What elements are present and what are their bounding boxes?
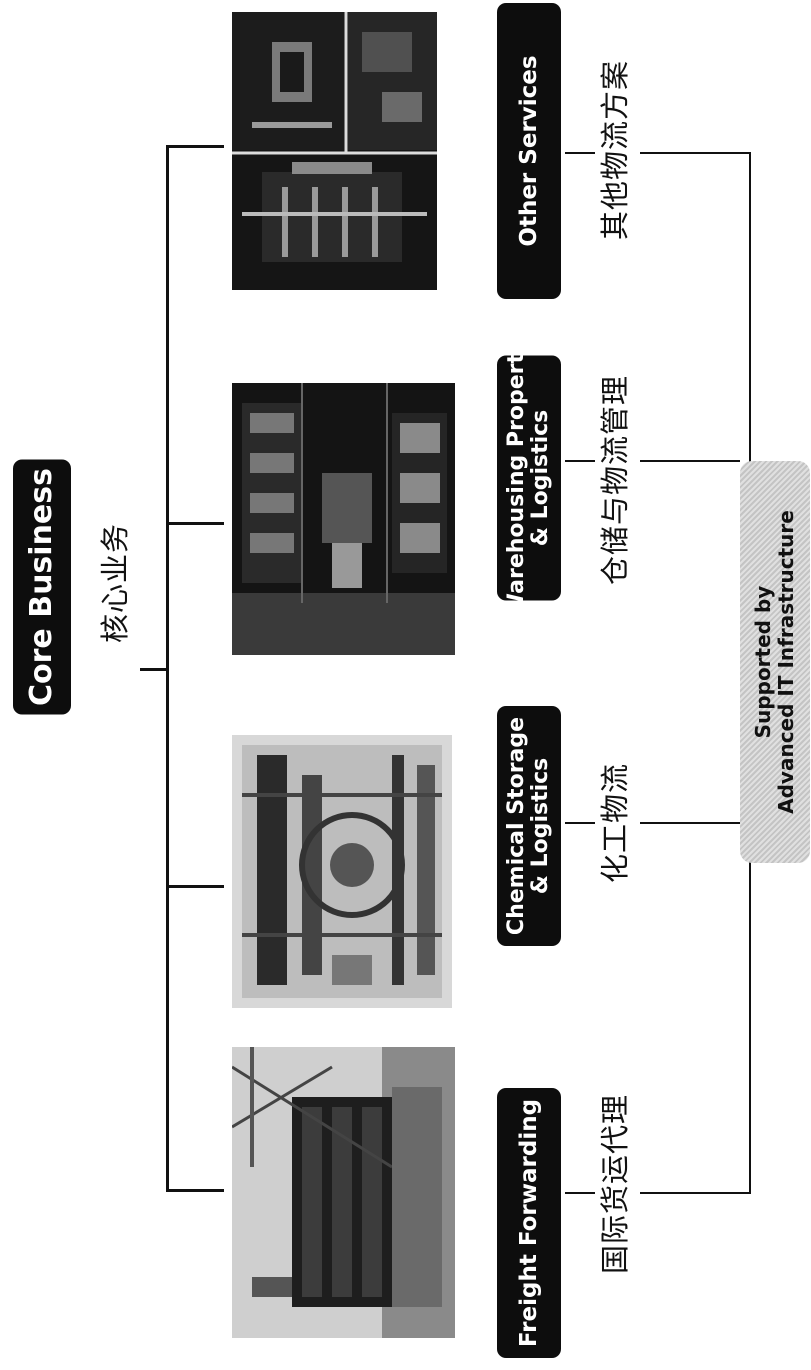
link-other bbox=[640, 152, 751, 154]
service-label-warehousing: Warehousing Property & Logistics bbox=[497, 339, 561, 617]
core-business-title-text: Core Business bbox=[23, 468, 59, 706]
service-label-warehousing-line2: & Logistics bbox=[528, 409, 553, 547]
service-label-chemical-line1: Chemical Storage bbox=[504, 716, 530, 936]
branch-freight bbox=[166, 1189, 224, 1192]
service-label-other: Other Services bbox=[497, 3, 561, 299]
link-freight bbox=[640, 1192, 751, 1194]
root-connector bbox=[140, 668, 169, 671]
service-label-freight-text: Freight Forwarding bbox=[515, 1098, 542, 1348]
service-cn-warehousing: 仓储与物流管理 bbox=[598, 374, 632, 586]
stub-warehousing bbox=[565, 460, 595, 462]
service-label-chemical-line2: & Logistics bbox=[528, 757, 553, 895]
warehouse-photo bbox=[232, 383, 455, 655]
service-cn-chemical: 化工物流 bbox=[598, 762, 632, 884]
service-label-chemical: Chemical Storage & Logistics bbox=[497, 706, 561, 946]
it-infrastructure-badge: Supported by Advanced IT Infrastructure bbox=[740, 461, 810, 863]
stub-freight bbox=[565, 1192, 595, 1194]
service-cn-freight: 国际货运代理 bbox=[598, 1093, 632, 1275]
chemical-tank-photo bbox=[232, 735, 452, 1008]
stub-other bbox=[565, 152, 595, 154]
service-cn-other: 其他物流方案 bbox=[598, 59, 632, 241]
it-infrastructure-line2: Advanced IT Infrastructure bbox=[774, 510, 798, 814]
link-chemical bbox=[640, 822, 740, 824]
core-business-title: Core Business bbox=[13, 459, 71, 715]
trunk-line bbox=[166, 145, 169, 1192]
other-services-photo bbox=[232, 12, 437, 290]
branch-chemical bbox=[166, 885, 224, 888]
link-warehousing bbox=[640, 460, 740, 462]
branch-other bbox=[166, 145, 224, 148]
branch-warehousing bbox=[166, 522, 224, 525]
service-label-freight: Freight Forwarding bbox=[497, 1088, 561, 1358]
service-label-other-text: Other Services bbox=[515, 55, 542, 247]
stub-chemical bbox=[565, 822, 595, 824]
service-label-warehousing-line1: Warehousing Property bbox=[504, 338, 530, 618]
container-ship-photo bbox=[232, 1047, 455, 1338]
it-infrastructure-line1: Supported by bbox=[751, 585, 775, 739]
core-business-subtitle-cn: 核心业务 bbox=[98, 522, 132, 644]
